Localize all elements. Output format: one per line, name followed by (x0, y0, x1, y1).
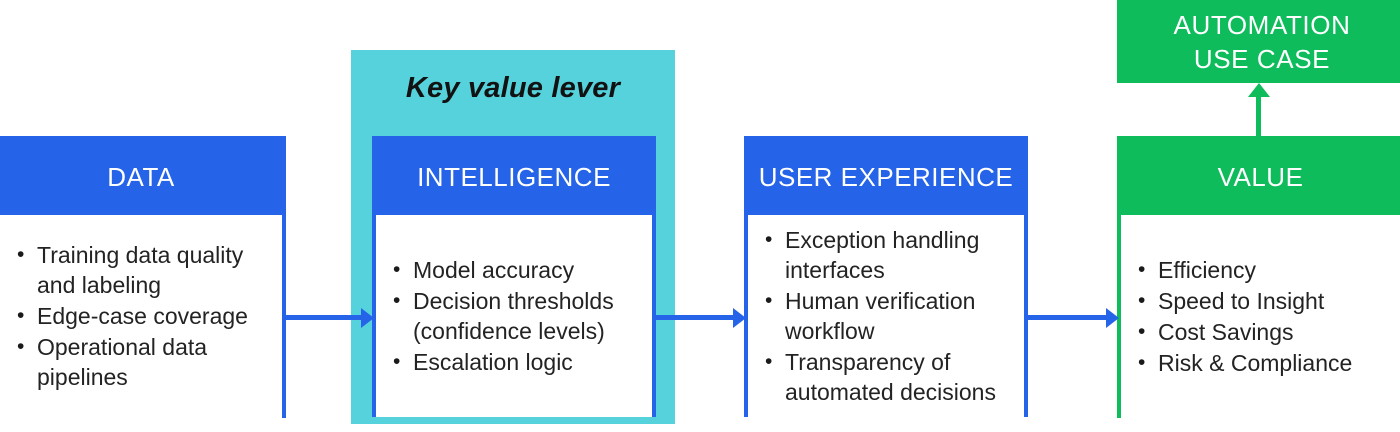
pillar-value-header: VALUE (1121, 140, 1400, 215)
list-item: Model accuracy (393, 255, 642, 285)
pillar-intelligence[interactable]: INTELLIGENCE Model accuracy Decision thr… (372, 136, 656, 417)
pillar-value-list: Efficiency Speed to Insight Cost Savings… (1121, 255, 1400, 379)
pillar-user-experience-list: Exception handling interfaces Human veri… (748, 225, 1024, 408)
pillar-value-body: Efficiency Speed to Insight Cost Savings… (1121, 215, 1400, 418)
automation-use-case-line2: USE CASE (1193, 43, 1331, 74)
list-item: Efficiency (1138, 255, 1390, 285)
pillar-intelligence-title: INTELLIGENCE (417, 162, 611, 192)
list-item: Decision thresholds (confidence levels) (393, 286, 642, 346)
list-item: Operational data pipelines (17, 332, 272, 392)
arrow-up-icon-value-to-automation (1248, 83, 1270, 139)
pillar-data-list: Training data quality and labeling Edge-… (0, 240, 282, 393)
list-item: Speed to Insight (1138, 286, 1390, 316)
arrow-shaft (1256, 94, 1261, 139)
arrow-shaft (1026, 315, 1108, 320)
pillar-data[interactable]: DATA Training data quality and labeling … (0, 136, 286, 418)
pillar-data-header: DATA (0, 140, 282, 215)
list-item: Escalation logic (393, 347, 642, 377)
arrow-head (361, 308, 374, 328)
pillar-data-title: DATA (107, 162, 175, 192)
list-item: Exception handling interfaces (765, 225, 1014, 285)
automation-use-case-box[interactable]: AUTOMATION USE CASE (1117, 0, 1400, 83)
arrow-shaft (654, 315, 735, 320)
key-value-lever-label: Key value lever (405, 72, 621, 104)
pillar-data-body: Training data quality and labeling Edge-… (0, 215, 282, 418)
arrow-head (1106, 308, 1119, 328)
pillar-user-experience-title: USER EXPERIENCE (758, 162, 1014, 192)
arrow-right-icon-data-to-intelligence (284, 308, 374, 328)
arrow-right-icon-intelligence-to-user-experience (654, 308, 746, 328)
pillar-user-experience[interactable]: USER EXPERIENCE Exception handling inter… (744, 136, 1028, 417)
list-item: Human verification workflow (765, 286, 1014, 346)
automation-use-case-line1: AUTOMATION (1173, 9, 1351, 40)
arrow-head (733, 308, 746, 328)
pillar-value[interactable]: VALUE Efficiency Speed to Insight Cost S… (1117, 136, 1400, 418)
list-item: Edge-case coverage (17, 301, 272, 331)
pillar-intelligence-list: Model accuracy Decision thresholds (conf… (376, 255, 652, 378)
list-item: Transparency of automated decisions (765, 347, 1014, 407)
pillar-value-title: VALUE (1217, 162, 1304, 192)
pillar-intelligence-header: INTELLIGENCE (376, 140, 652, 215)
arrow-head (1248, 83, 1270, 97)
list-item: Cost Savings (1138, 317, 1390, 347)
arrow-shaft (284, 315, 363, 320)
pillar-user-experience-body: Exception handling interfaces Human veri… (748, 215, 1024, 417)
list-item: Training data quality and labeling (17, 240, 272, 300)
pillar-user-experience-header: USER EXPERIENCE (748, 140, 1024, 215)
pillar-intelligence-body: Model accuracy Decision thresholds (conf… (376, 215, 652, 417)
arrow-right-icon-user-experience-to-value (1026, 308, 1119, 328)
list-item: Risk & Compliance (1138, 348, 1390, 378)
